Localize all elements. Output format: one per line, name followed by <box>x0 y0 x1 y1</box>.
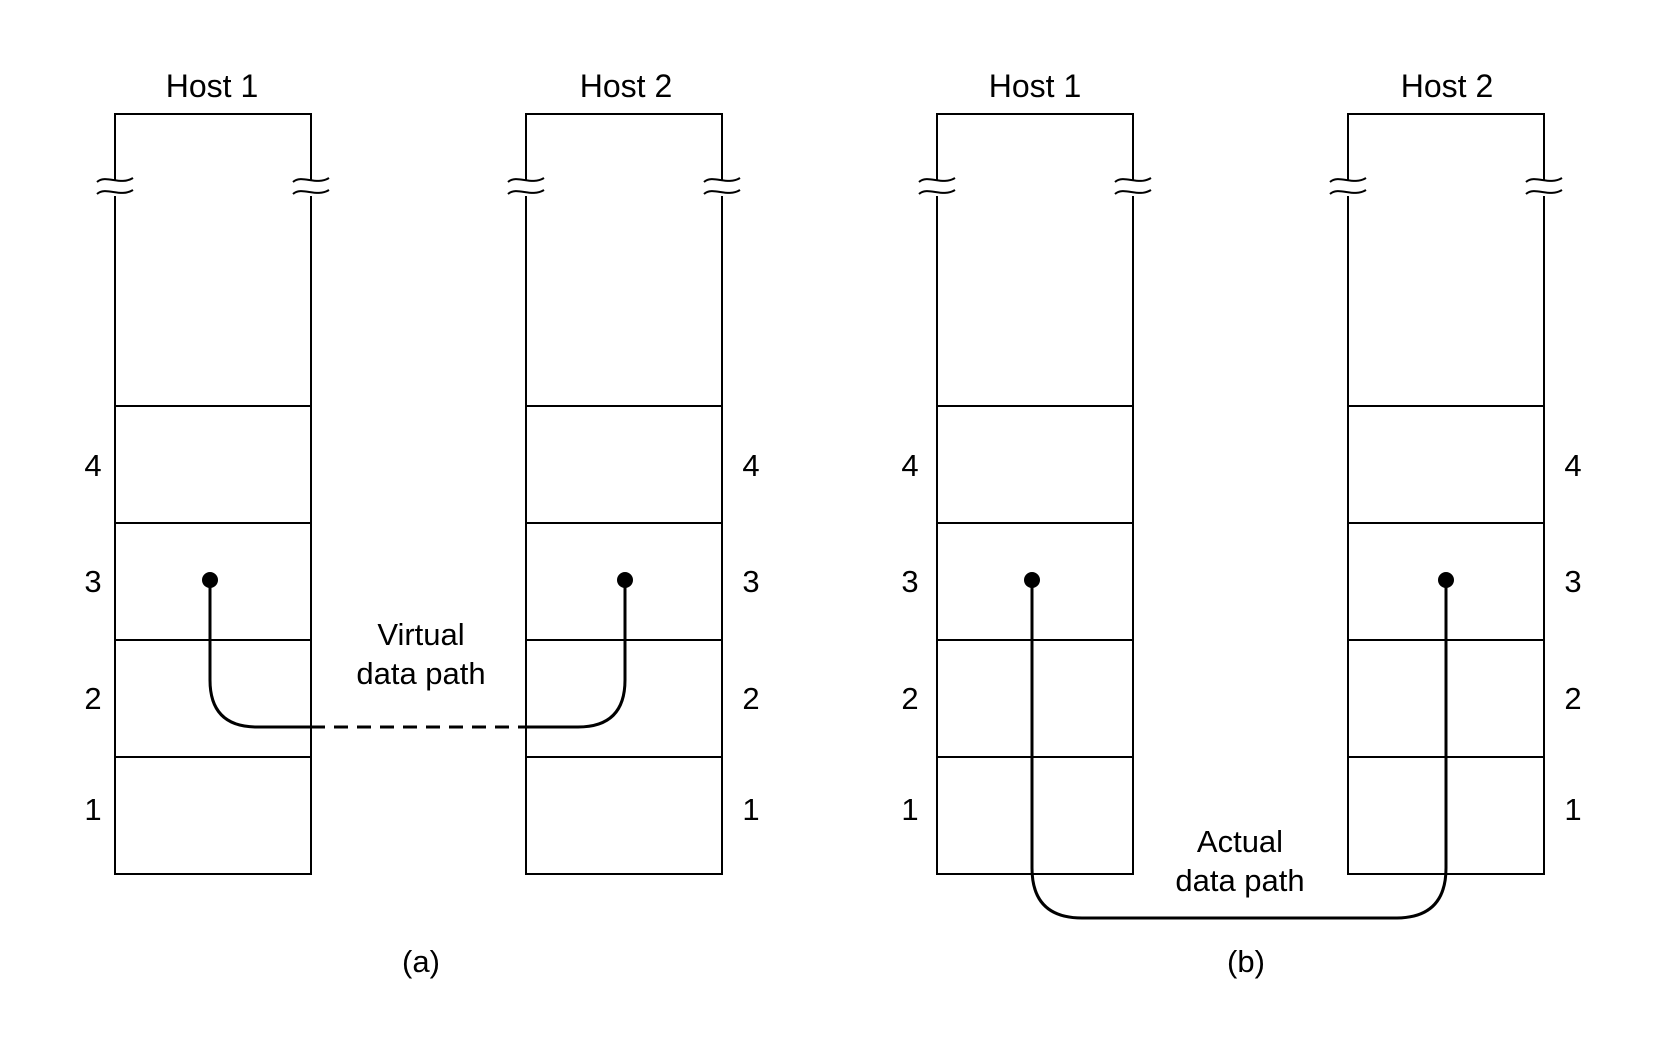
layer-number: 1 <box>1564 792 1581 827</box>
layer-number: 1 <box>901 792 918 827</box>
layer-number: 3 <box>84 564 101 599</box>
break-mark <box>918 177 956 183</box>
endpoint-dot <box>202 572 218 588</box>
layer-number: 2 <box>84 681 101 716</box>
break-mark <box>292 177 330 183</box>
layer-number: 4 <box>84 448 101 483</box>
panel-a-caption: (a) <box>402 944 440 979</box>
actual-path-label-line2: data path <box>1175 863 1304 898</box>
panel-a-host2-label: Host 2 <box>580 68 672 104</box>
layer-number: 2 <box>1564 681 1581 716</box>
actual-path-line <box>1030 578 1448 920</box>
virtual-data-path <box>202 572 633 729</box>
break-mark <box>918 189 956 195</box>
break-mark <box>507 177 545 183</box>
panel-b-host1-label: Host 1 <box>989 68 1081 104</box>
host-box <box>525 113 723 875</box>
break-mark <box>96 177 134 183</box>
virtual-path-left-segment <box>208 578 313 729</box>
host-box <box>936 113 1134 875</box>
panel-a-host2-stack: Host 2 4 3 2 1 <box>507 68 760 875</box>
host-box <box>114 113 312 875</box>
virtual-path-label-line2: data path <box>356 656 485 691</box>
layer-number: 3 <box>742 564 759 599</box>
layer-number: 4 <box>1564 448 1581 483</box>
break-mark <box>96 189 134 195</box>
virtual-path-right-segment <box>524 578 627 729</box>
layer-number: 4 <box>901 448 918 483</box>
panel-a: Host 1 4 3 2 1 Host 2 <box>84 68 759 979</box>
layer-number: 3 <box>901 564 918 599</box>
break-mark <box>703 189 741 195</box>
panel-b-caption: (b) <box>1227 944 1265 979</box>
panel-a-host1-label: Host 1 <box>166 68 258 104</box>
break-mark <box>1329 189 1367 195</box>
layer-number: 1 <box>742 792 759 827</box>
break-mark <box>507 189 545 195</box>
break-mark <box>1114 177 1152 183</box>
layer-number: 2 <box>901 681 918 716</box>
break-mark <box>1114 189 1152 195</box>
break-mark <box>1329 177 1367 183</box>
layer-number: 2 <box>742 681 759 716</box>
break-mark <box>292 189 330 195</box>
endpoint-dot <box>617 572 633 588</box>
break-mark <box>1525 177 1563 183</box>
panel-b-host2-stack: Host 2 4 3 2 1 <box>1329 68 1582 875</box>
panel-a-host1-stack: Host 1 4 3 2 1 <box>84 68 330 875</box>
virtual-path-label-line1: Virtual <box>377 617 464 652</box>
break-mark <box>1525 189 1563 195</box>
panel-b: Host 1 4 3 2 1 Host 2 <box>901 68 1581 979</box>
panel-b-host1-stack: Host 1 4 3 2 1 <box>901 68 1152 875</box>
break-mark <box>703 177 741 183</box>
actual-path-label-line1: Actual <box>1197 824 1283 859</box>
layer-number: 4 <box>742 448 759 483</box>
layer-number: 3 <box>1564 564 1581 599</box>
layer-number: 1 <box>84 792 101 827</box>
panel-b-host2-label: Host 2 <box>1401 68 1493 104</box>
actual-data-path <box>1024 572 1454 920</box>
endpoint-dot <box>1024 572 1040 588</box>
endpoint-dot <box>1438 572 1454 588</box>
